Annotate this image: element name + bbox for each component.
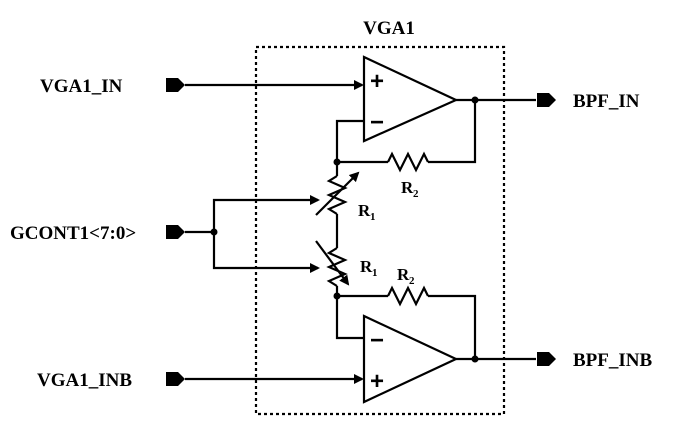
- bottom-feedback-wire-right: [428, 294, 477, 359]
- gcont-port-icon: [166, 225, 185, 239]
- r1-top-variable-arrow: [315, 171, 360, 216]
- r2-bottom-resistor: [387, 285, 429, 307]
- vga1-in-port-icon: [166, 78, 185, 92]
- r1-bottom-resistor: [326, 247, 348, 287]
- vga1-in-label: VGA1_IN: [40, 76, 123, 97]
- r1-bottom-variable-arrow: [315, 240, 350, 286]
- svg-text:R: R: [397, 265, 410, 284]
- gcont-label: GCONT1<7:0>: [10, 223, 136, 244]
- r2-top-resistor: [387, 151, 429, 173]
- gcont-upper-branch: [212, 195, 320, 232]
- bottom-op-amp: [362, 314, 459, 404]
- svg-text:2: 2: [409, 275, 415, 287]
- r1-bottom-label: R 1: [360, 257, 378, 279]
- top-feedback-wire-right: [428, 100, 477, 164]
- top-op-amp: [362, 55, 459, 143]
- r1-top-resistor: [326, 175, 348, 215]
- r1-top-label: R 1: [358, 201, 376, 223]
- bpf-inb-port-icon: [537, 352, 556, 366]
- bpf-in-port-icon: [537, 93, 556, 107]
- svg-text:1: 1: [370, 211, 376, 223]
- svg-text:1: 1: [372, 267, 378, 279]
- top-amp-minus-label: −: [370, 109, 384, 136]
- r2-top-label: R 2: [401, 178, 419, 200]
- vga1-inb-port-icon: [166, 372, 185, 386]
- bpf-in-label: BPF_IN: [573, 91, 640, 112]
- top-minus-input-wire: [335, 119, 364, 162]
- vga1-block-boundary: [254, 45, 506, 416]
- svg-text:2: 2: [413, 188, 419, 200]
- svg-text:R: R: [358, 201, 371, 220]
- bottom-output-node: [471, 355, 479, 363]
- gcont-lower-branch: [212, 232, 320, 273]
- bottom-amp-plus-label: +: [370, 368, 384, 395]
- svg-text:R: R: [401, 178, 414, 197]
- bpf-inb-label: BPF_INB: [573, 350, 653, 371]
- top-amp-plus-label: +: [370, 68, 384, 95]
- vga1-inb-label: VGA1_INB: [37, 370, 132, 391]
- r2-bottom-label: R 2: [397, 265, 415, 287]
- bottom-minus-input-wire: [335, 296, 364, 340]
- bottom-amp-minus-label: −: [370, 327, 384, 354]
- block-title: VGA1: [363, 18, 415, 39]
- svg-text:R: R: [360, 257, 373, 276]
